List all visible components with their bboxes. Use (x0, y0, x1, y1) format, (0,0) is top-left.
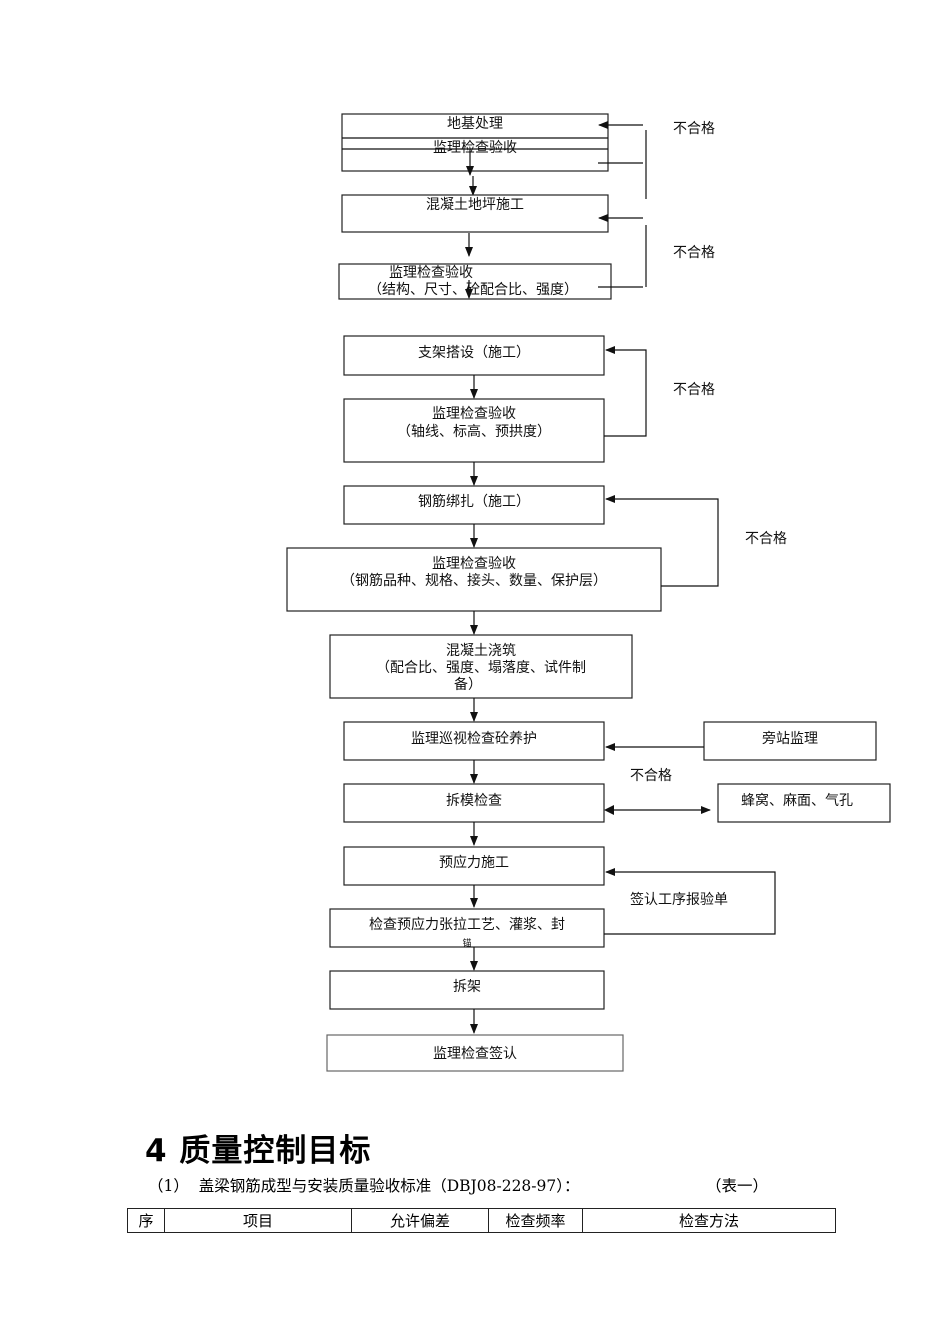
step-pour-title: 混凝土浇筑 (446, 643, 516, 659)
fail-label: 不合格 (673, 382, 715, 398)
step-formwork-label: 拆模检查 (446, 793, 502, 809)
step-pour: 混凝土浇筑 （配合比、强度、塌落度、试件制 备） (329, 634, 633, 699)
step-prestress: 预应力施工 (343, 846, 605, 886)
step-curing: 监理巡视检查砼养护 (343, 721, 605, 761)
step-curing-label: 监理巡视检查砼养护 (411, 731, 537, 747)
header-cell: 允许偏差 (351, 1208, 489, 1233)
step-prestress-label: 预应力施工 (439, 854, 509, 871)
step-final-sign: 监理检查签认 (326, 1034, 624, 1072)
header-cell: 检查方法 (582, 1208, 836, 1233)
section-subtitle: （1） 盖梁钢筋成型与安装质量验收标准（DBJ08-228-97）： (148, 1177, 580, 1195)
step-inspect4-title: 监理检查验收 (432, 556, 516, 572)
step-concrete-floor-label: 混凝土地坪施工 (426, 197, 524, 213)
fail-loop-2 (598, 214, 647, 288)
step-pour-detail: （配合比、强度、塌落度、试件制 (376, 660, 586, 676)
fail-loop-3 (604, 346, 647, 437)
step-dismantle: 拆架 (329, 970, 605, 1010)
table-label: （表一） (706, 1177, 769, 1195)
process-flowchart: 地基处理 监理检查验收 混凝土地坪施工 监理检查验收 （结构、尺寸、砼配合比、强… (286, 113, 891, 1072)
step-final-sign-label: 监理检查签认 (433, 1045, 517, 1062)
fail-label: 不合格 (745, 531, 787, 547)
step-rebar: 钢筋绑扎（施工） (343, 485, 605, 525)
step-rebar-label: 钢筋绑扎（施工） (418, 493, 530, 510)
step-pour-detail: 备） (454, 676, 482, 693)
header-cell: 项目 (164, 1208, 352, 1233)
header-cell: 检查频率 (488, 1208, 583, 1233)
step-scaffold: 支架搭设（施工） (343, 335, 605, 376)
step-prestress-check: 检查预应力张拉工艺、灌浆、封 锚 (329, 908, 605, 949)
fail-label: 不合格 (673, 121, 715, 137)
step-inspect1-label: 监理检查验收 (433, 140, 517, 156)
header-cell: 序 (127, 1208, 165, 1233)
acceptance-standard-table: 序 项目 允许偏差 检查频率 检查方法 (127, 1208, 836, 1233)
fail-loop-1 (598, 121, 647, 199)
step-defects-label: 蜂窝、麻面、气孔 (741, 792, 853, 809)
step-concrete-floor: 混凝土地坪施工 (341, 194, 609, 233)
step-scaffold-label: 支架搭设（施工） (418, 345, 530, 361)
step-onsite: 旁站监理 (703, 721, 877, 761)
step-defects: 蜂窝、麻面、气孔 (717, 783, 891, 823)
step-onsite-label: 旁站监理 (762, 730, 818, 747)
arrow-head (604, 805, 614, 815)
step-inspect3: 监理检查验收 （轴线、标高、预拱度） (343, 398, 605, 463)
step-dismantle-label: 拆架 (453, 979, 481, 995)
step-prestress-check-label: 检查预应力张拉工艺、灌浆、封 (369, 916, 565, 933)
fail-loop-4 (605, 495, 719, 587)
step-prestress-check-label: 锚 (462, 937, 471, 949)
step-inspect2-title: 监理检查验收 (389, 265, 473, 281)
step-foundation: 地基处理 监理检查验收 (341, 113, 609, 172)
fail-label: 不合格 (630, 768, 672, 784)
step-inspect2: 监理检查验收 （结构、尺寸、砼配合比、强度） (338, 263, 612, 300)
section-heading: 4 质量控制目标 (145, 1133, 372, 1169)
step-inspect4: 监理检查验收 （钢筋品种、规格、接头、数量、保护层） (286, 547, 662, 612)
sign-loop (604, 868, 776, 935)
step-foundation-label: 地基处理 (447, 115, 503, 132)
table-header-row: 序 项目 允许偏差 检查频率 检查方法 (127, 1208, 836, 1233)
step-inspect3-detail: （轴线、标高、预拱度） (397, 423, 551, 440)
step-formwork: 拆模检查 (343, 783, 605, 823)
step-inspect3-title: 监理检查验收 (432, 406, 516, 422)
fail-label: 不合格 (673, 245, 715, 261)
step-inspect4-detail: （钢筋品种、规格、接头、数量、保护层） (341, 572, 607, 589)
sign-report-label: 签认工序报验单 (630, 891, 728, 908)
step-inspect2-detail: （结构、尺寸、砼配合比、强度） (368, 282, 578, 298)
